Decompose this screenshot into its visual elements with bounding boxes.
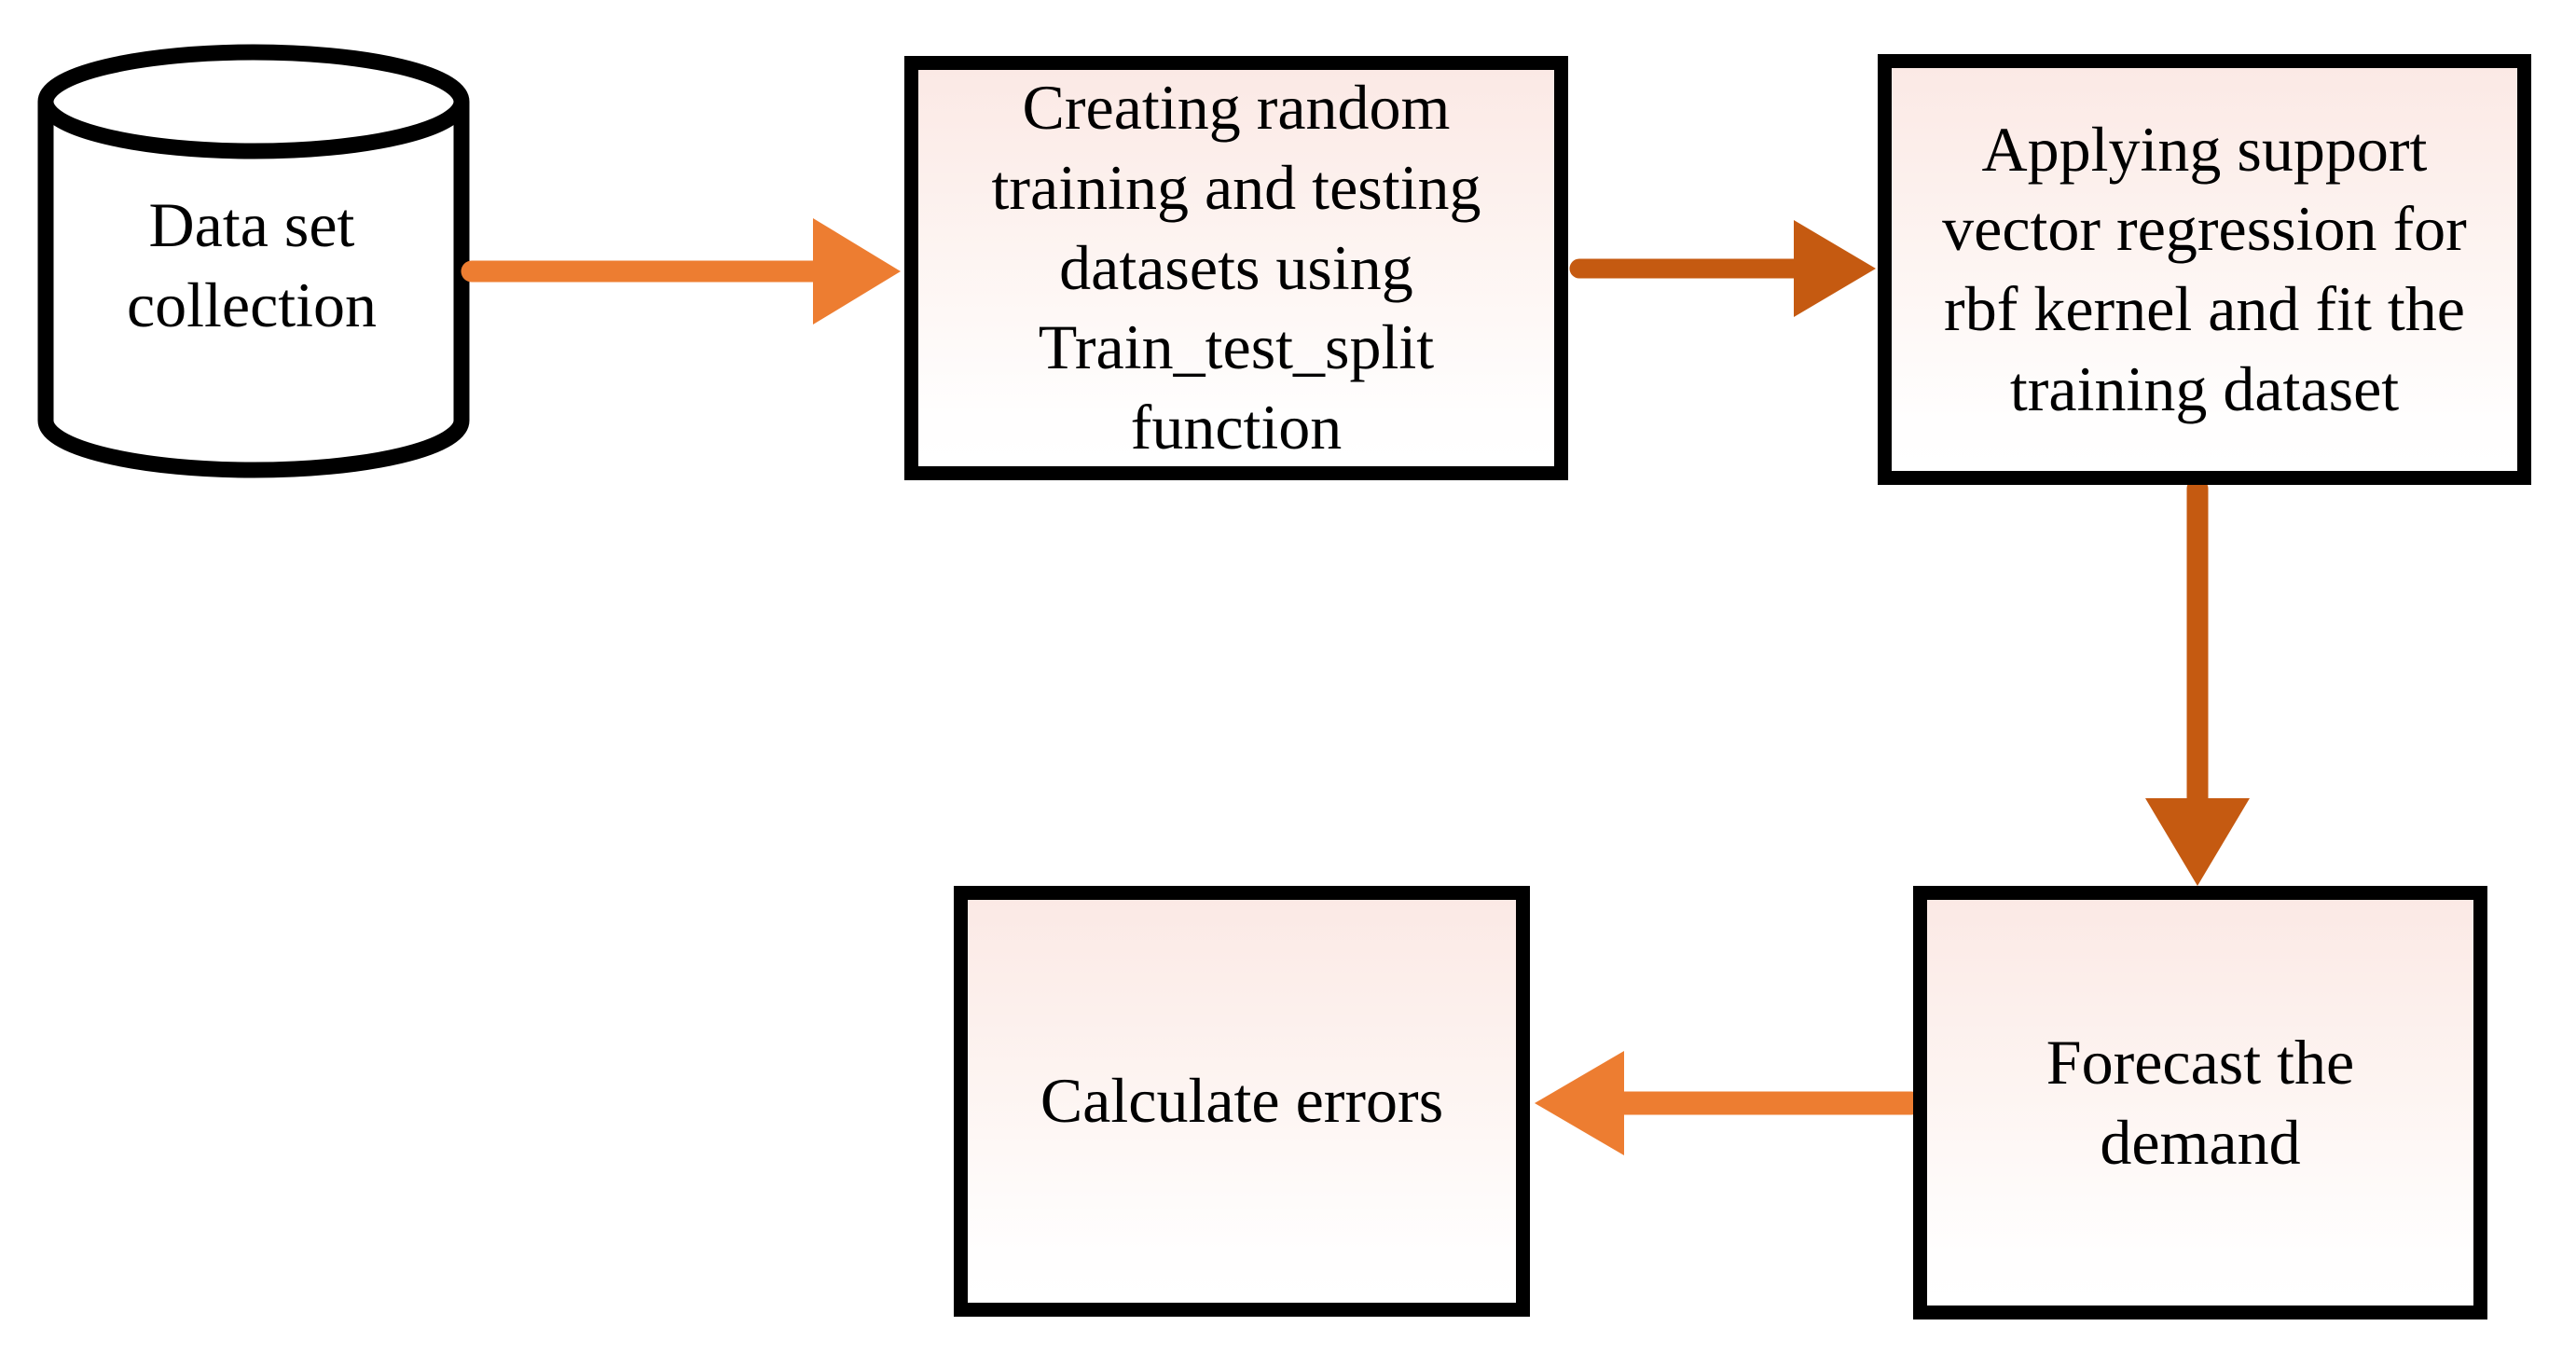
arrow-dataset-to-split [461,218,901,325]
arrow-head-left-icon [1535,1051,1624,1155]
node-calculate-errors: Calculate errors [954,886,1530,1317]
node-dataset: Data set collection [56,121,448,410]
database-cylinder-icon [37,44,470,478]
arrow-head-down-icon [2145,798,2250,886]
node-apply-svr: Applying support vector regression for r… [1878,54,2531,485]
node-train-test-split: Creating random training and testing dat… [904,56,1568,480]
node-dataset-label: Data set collection [126,189,378,340]
node-apply-svr-label: Applying support vector regression for r… [1942,113,2467,424]
node-train-test-split-label: Creating random training and testing dat… [991,72,1481,463]
cylinder-body [37,102,470,478]
node-forecast-demand: Forecast the demand [1913,886,2487,1319]
arrow-split-to-svr [1569,220,1876,317]
arrow-head-right-icon [1794,220,1876,317]
node-forecast-demand-label: Forecast the demand [2046,1026,2355,1178]
cylinder-top [37,44,470,159]
arrow-head-right-icon [813,218,901,325]
arrow-svr-to-forecast [2145,477,2250,886]
node-calculate-errors-label: Calculate errors [1040,1065,1444,1137]
arrow-forecast-to-errors [1535,1051,1923,1155]
